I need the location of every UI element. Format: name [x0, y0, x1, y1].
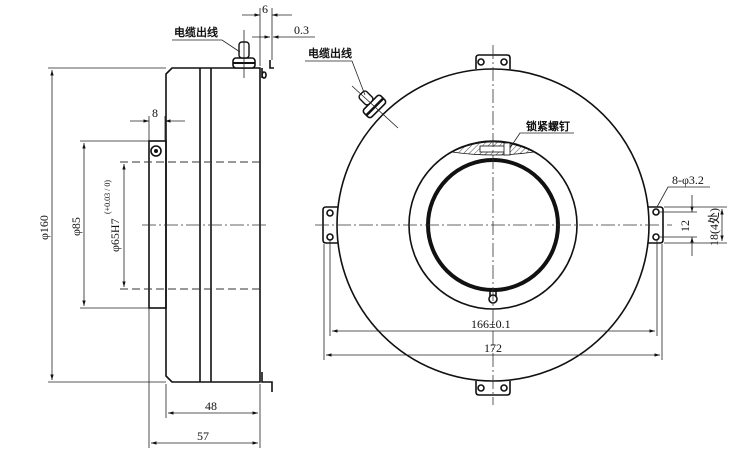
cable-axis-line	[351, 85, 399, 129]
mount-tab-bottom	[475, 381, 511, 396]
dim-85-text: φ85	[69, 217, 83, 236]
lock-screw-label: 锁紧螺钉	[526, 119, 570, 133]
dim-57-text: 57	[197, 429, 209, 443]
dim-48-text: 48	[205, 399, 217, 413]
side-tab-top	[261, 68, 267, 79]
dim-172-text: 172	[484, 341, 502, 355]
front-cable-leader	[305, 60, 366, 96]
side-tab-bottom	[261, 372, 273, 392]
dim-65-tolerance: (+0.03 / 0)	[103, 180, 112, 214]
flange-screw-icon	[150, 145, 162, 157]
dim-160-text: φ160	[37, 215, 51, 240]
lock-screw-leader	[509, 132, 574, 149]
side-view: 电缆出线 6 0.3 8 φ160 φ85 φ65H7 (+0.03 / 0)	[37, 2, 315, 448]
dim-6-text: 6	[262, 2, 268, 16]
flange-screw-center	[154, 149, 158, 153]
dim-166-text: 166±0.1	[471, 317, 511, 331]
front-view: 锁紧螺钉 电缆出线 8-φ3.2 12 18(4处)	[305, 45, 727, 405]
dim-12-text: 12	[678, 220, 692, 232]
side-cable-leader	[172, 39, 241, 53]
front-cable-label: 电缆出线	[308, 46, 352, 60]
dim-65-text: φ65H7	[108, 218, 122, 252]
hole-callout-leader	[656, 186, 710, 208]
dim-18-text: 18(4处)	[707, 208, 721, 246]
lock-screw-icon	[450, 141, 536, 156]
side-body-outline	[165, 67, 261, 383]
side-cable-label: 电缆出线	[174, 25, 218, 39]
dim-gap-text: 0.3	[294, 23, 309, 37]
hole-callout-text: 8-φ3.2	[672, 173, 704, 187]
cable-connector-icon	[232, 30, 256, 78]
side-flange	[148, 140, 167, 309]
side-tab-top-edge	[269, 60, 274, 69]
dim-8-text: 8	[152, 106, 158, 120]
